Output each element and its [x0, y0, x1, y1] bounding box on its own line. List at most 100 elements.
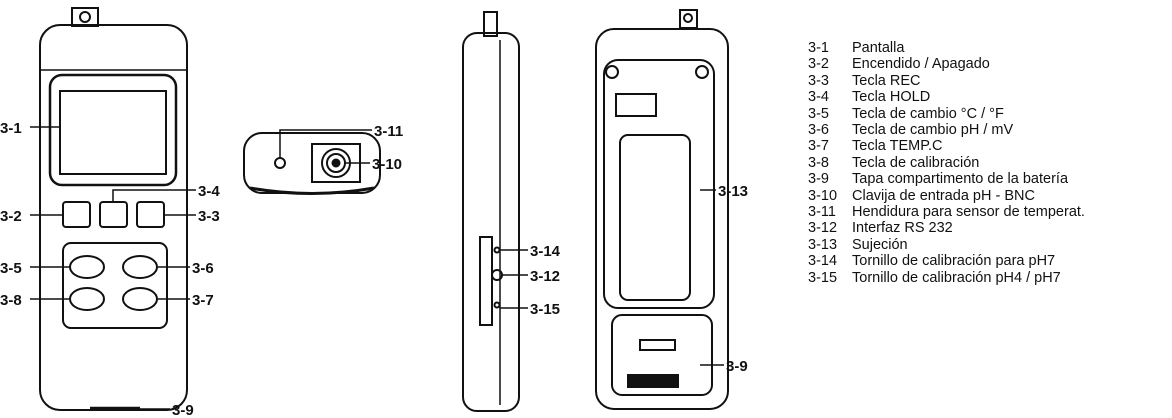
legend-item: 3-13 Sujeción: [808, 237, 1085, 253]
legend-item: 3-9 Tapa compartimento de la batería: [808, 171, 1085, 187]
legend-code: 3-7: [808, 138, 829, 155]
legend-text: Tornillo de calibración pH4 / pH7: [852, 269, 1061, 286]
legend-text: Tecla HOLD: [852, 89, 931, 106]
holder-clip: [619, 134, 691, 301]
legend-code: 3-9: [808, 171, 829, 188]
callout-calibration: 3-8: [0, 292, 22, 309]
legend-text: Encendido / Apagado: [852, 56, 990, 73]
legend-text: Tapa compartimento de la batería: [852, 171, 1069, 188]
back-screw-top-left: [605, 65, 619, 79]
legend-code: 3-12: [808, 220, 838, 237]
legend-item: 3-11 Hendidura para sensor de temperat.: [808, 204, 1085, 220]
callout-ph-mv: 3-6: [192, 260, 214, 277]
callout-battery-front: 3-9: [172, 402, 194, 418]
legend-item: 3-14 Tornillo de calibración para pH7: [808, 253, 1085, 269]
front-connector-screw: [79, 11, 91, 23]
legend-code: 3-8: [808, 154, 829, 171]
legend-item: 3-12 Interfaz RS 232: [808, 220, 1085, 236]
legend-code: 3-2: [808, 56, 829, 73]
back-screw-top-right: [695, 65, 709, 79]
callout-rec: 3-3: [198, 208, 220, 225]
temp-socket-hole: [274, 157, 286, 169]
lcd-screen: [59, 90, 167, 175]
side-housing: [462, 32, 520, 412]
legend-code: 3-6: [808, 122, 829, 139]
legend-code: 3-3: [808, 72, 829, 89]
display-frame: [48, 73, 178, 187]
battery-latch: [639, 339, 676, 351]
legend-item: 3-1 Pantalla: [808, 40, 1085, 56]
ph-mv-key: [122, 255, 158, 279]
top-housing-shadow: [249, 186, 375, 195]
legend-text: Hendidura para sensor de temperat.: [852, 204, 1085, 221]
callout-temp-unit: 3-5: [0, 260, 22, 277]
power-key: [62, 201, 91, 228]
legend-text: Tecla TEMP.C: [852, 138, 943, 155]
back-label-plate: [615, 93, 657, 117]
temp-c-key: [122, 287, 158, 311]
battery-cover: [611, 314, 713, 396]
legend-code: 3-5: [808, 105, 829, 122]
callout-rs232: 3-12: [530, 268, 560, 285]
calib-ph4-ph7-hole: [493, 301, 501, 309]
legend-code: 3-15: [808, 269, 838, 286]
temp-unit-key: [69, 255, 105, 279]
legend-item: 3-3 Tecla REC: [808, 73, 1085, 89]
calib-ph7-hole: [493, 246, 501, 254]
hold-key: [99, 201, 128, 228]
leader-3-4: [112, 189, 196, 202]
legend-code: 3-11: [808, 204, 836, 221]
back-connector-screw: [683, 13, 693, 23]
legend-text: Pantalla: [852, 40, 905, 56]
legend-text: Tecla de cambio pH / mV: [852, 122, 1014, 139]
legend-text: Tecla de calibración: [852, 154, 980, 171]
battery-cover-grip: [627, 374, 679, 388]
legend-item: 3-7 Tecla TEMP.C: [808, 138, 1085, 154]
legend-text: Tornillo de calibración para pH7: [852, 253, 1056, 270]
top-view: [243, 129, 381, 195]
legend-item: 3-15 Tornillo de calibración pH4 / pH7: [808, 270, 1085, 286]
legend-item: 3-10 Clavija de entrada pH - BNC: [808, 188, 1085, 204]
callout-calib-ph4-ph7: 3-15: [530, 301, 560, 318]
back-housing: [595, 28, 729, 410]
callout-calib-ph7: 3-14: [530, 243, 561, 260]
legend-text: Tecla REC: [852, 72, 921, 89]
callout-battery-back: 3-9: [726, 358, 748, 375]
legend-text: Tecla de cambio °C / °F: [852, 105, 1004, 122]
legend-code: 3-1: [808, 40, 829, 56]
legend-code: 3-4: [808, 89, 829, 106]
leader-3-11: [279, 129, 372, 158]
legend-text: Clavija de entrada pH - BNC: [852, 187, 1035, 204]
bnc-connector-pin: [331, 158, 341, 168]
legend-item: 3-4 Tecla HOLD: [808, 89, 1085, 105]
legend-text: Sujeción: [852, 236, 908, 253]
side-view: [462, 11, 528, 412]
back-view: [595, 9, 729, 410]
callout-temp-c: 3-7: [192, 292, 214, 309]
legend-code: 3-10: [808, 187, 838, 204]
rec-key: [136, 201, 165, 228]
callout-holder: 3-13: [718, 183, 748, 200]
legend-text: Interfaz RS 232: [852, 220, 953, 237]
legend-item: 3-6 Tecla de cambio pH / mV: [808, 122, 1085, 138]
legend-item: 3-5 Tecla de cambio °C / °F: [808, 106, 1085, 122]
front-housing: [39, 24, 188, 411]
side-port-panel: [479, 236, 493, 326]
callout-display: 3-1: [0, 120, 22, 137]
front-top-connector: [71, 7, 99, 27]
side-connector: [483, 11, 498, 37]
legend-code: 3-14: [808, 253, 838, 270]
callout-temp-socket: 3-11: [374, 123, 403, 140]
keypad-panel: [62, 242, 168, 329]
callout-power: 3-2: [0, 208, 22, 225]
legend-item: 3-8 Tecla de calibración: [808, 155, 1085, 171]
back-recess: [603, 59, 715, 309]
legend-item: 3-2 Encendido / Apagado: [808, 56, 1085, 72]
legend-code: 3-13: [808, 236, 838, 253]
front-view: [30, 7, 196, 411]
back-top-connector: [679, 9, 698, 29]
callout-hold: 3-4: [198, 183, 220, 200]
calibration-key: [69, 287, 105, 311]
